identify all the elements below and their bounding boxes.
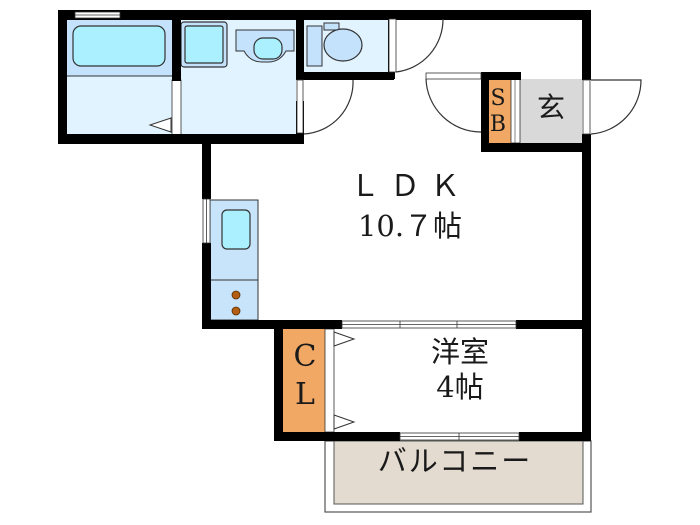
balcony-floor <box>333 440 584 505</box>
closet-label-c: C <box>293 339 317 374</box>
walls <box>58 10 591 441</box>
closet-door-arrow-icon <box>333 414 356 430</box>
washroom-door-frame <box>171 79 182 136</box>
balcony-label: バルコニー <box>377 444 533 478</box>
entrance-floor <box>520 79 582 143</box>
toilet-bowl-icon <box>323 28 363 62</box>
entrance-label: 玄 <box>536 91 565 124</box>
ldk-room-size: 10.７帖 <box>357 209 463 243</box>
stove-burner-icon <box>231 306 241 316</box>
door-swings <box>296 18 642 135</box>
closet-door-arrow-icon <box>333 331 356 347</box>
western-room-name: 洋室 <box>430 335 489 369</box>
shoe-box-label-s: S <box>490 86 506 111</box>
closet-label-l: L <box>295 377 315 412</box>
western-room-size: 4帖 <box>436 370 484 404</box>
bathtub-icon <box>72 25 166 67</box>
shoe-box-label-b: B <box>489 112 507 137</box>
windows <box>74 11 591 441</box>
kitchen-sink-icon <box>221 209 251 250</box>
bathroom-door-arrow-icon <box>148 117 172 133</box>
closet <box>283 329 325 432</box>
toilet-tank-icon <box>306 25 323 67</box>
ldk-room-name: ＬＤＫ <box>350 169 470 204</box>
stove-burner-icon <box>231 290 241 300</box>
shoe-box <box>489 79 511 143</box>
